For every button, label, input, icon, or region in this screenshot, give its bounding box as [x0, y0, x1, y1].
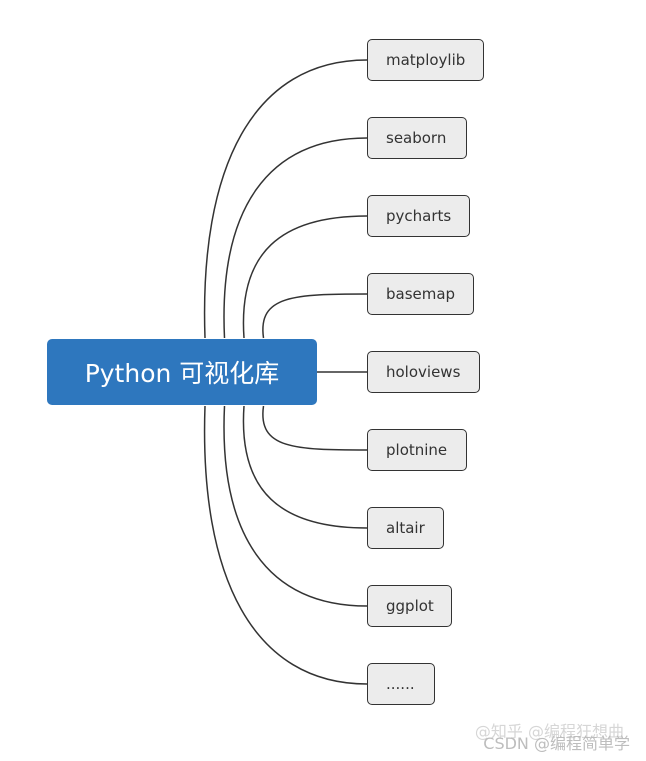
- child-topic-label: holoviews: [386, 363, 461, 381]
- child-topic-label: ......: [386, 675, 415, 693]
- child-topic-more[interactable]: ......: [367, 663, 435, 705]
- child-topic-label: ggplot: [386, 597, 434, 615]
- child-topic-label: basemap: [386, 285, 456, 303]
- child-topic-plotnine[interactable]: plotnine: [367, 429, 467, 471]
- watermark: @知乎 @编程狂想曲 CSDN @编程简单学: [475, 723, 630, 753]
- connector-line-6: [242, 405, 368, 529]
- root-topic-label: Python 可视化库: [84, 359, 280, 388]
- child-topic-altair[interactable]: altair: [367, 507, 444, 549]
- watermark-csdn: CSDN @编程简单学: [483, 734, 630, 753]
- child-topic-label: matploylib: [386, 51, 466, 69]
- connector-line-3: [262, 293, 368, 339]
- connector-line-2: [242, 215, 368, 339]
- child-topic-ggplot[interactable]: ggplot: [367, 585, 452, 627]
- child-topic-holoviews[interactable]: holoviews: [367, 351, 480, 393]
- child-topic-seaborn[interactable]: seaborn: [367, 117, 467, 159]
- child-topic-matploylib[interactable]: matploylib: [367, 39, 484, 81]
- connector-line-0: [203, 59, 368, 339]
- child-topic-label: seaborn: [386, 129, 447, 147]
- connector-line-8: [203, 405, 368, 685]
- child-topic-label: plotnine: [386, 441, 448, 459]
- connector-line-1: [223, 137, 368, 339]
- watermark-zhihu: @知乎 @编程狂想曲: [474, 722, 624, 741]
- child-topic-pycharts[interactable]: pycharts: [367, 195, 470, 237]
- child-topic-label: pycharts: [386, 207, 452, 225]
- connector-line-5: [262, 405, 368, 451]
- connector-line-7: [223, 405, 368, 607]
- child-topic-basemap[interactable]: basemap: [367, 273, 474, 315]
- child-topic-label: altair: [386, 519, 425, 537]
- root-topic[interactable]: Python 可视化库: [47, 339, 317, 405]
